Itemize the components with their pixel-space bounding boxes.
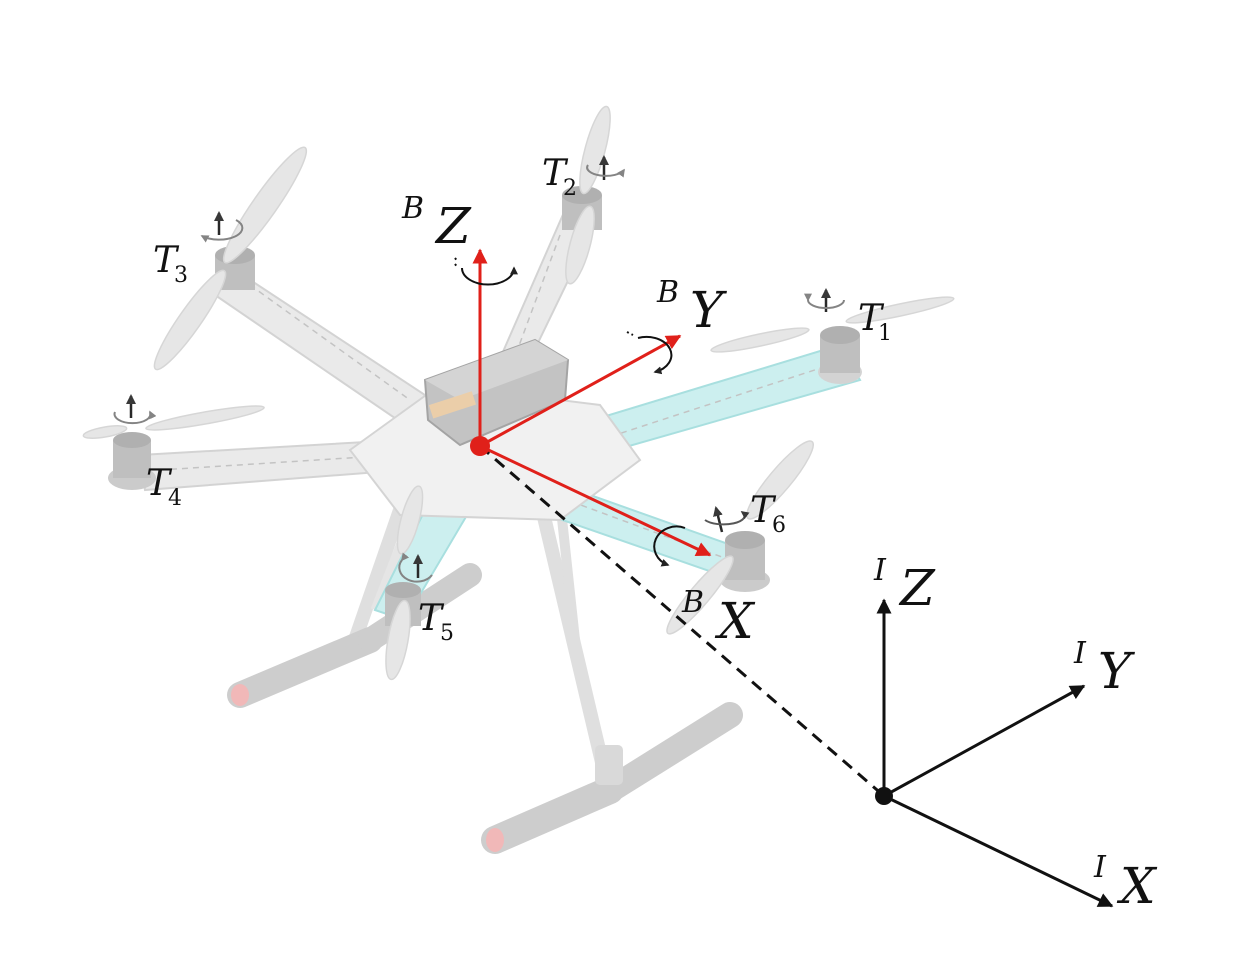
thrust-indicator-5: [398, 552, 433, 583]
body-y-label: B Y: [656, 275, 727, 339]
thrust-symbol: T: [418, 598, 445, 639]
thrust-symbol: T: [858, 298, 885, 339]
body-rotation-indicators: [454, 257, 686, 567]
motor-6: [720, 531, 770, 592]
inertial-y-label: I Y: [1073, 636, 1135, 700]
leg-tip: [486, 828, 504, 852]
thrust-label-6: T 6: [750, 490, 786, 538]
inertial-origin: [875, 787, 893, 805]
thrust-symbol: T: [146, 463, 173, 504]
thrust-label-3: T 3: [153, 240, 188, 288]
body-z-letter: Z: [434, 197, 472, 255]
body-x-label: B X: [681, 585, 756, 650]
body-y-letter: Y: [690, 281, 727, 339]
thrust-index: 3: [174, 263, 188, 288]
body-x-axis: [479, 444, 712, 557]
thrust-label-2: T 2: [542, 153, 577, 201]
inertial-z-label: I Z: [873, 553, 936, 617]
body-y-axis: [479, 334, 682, 448]
thrust-symbol: T: [153, 240, 180, 281]
inertial-frame: I Z I Y I X: [873, 553, 1158, 915]
thrust-symbol: T: [542, 153, 569, 194]
thrust-indicator-1: [803, 288, 845, 312]
inertial-x-letter: X: [1116, 857, 1158, 915]
motor-4: [108, 432, 156, 490]
body-x-rotation-icon: [653, 525, 686, 567]
thrust-symbol: T: [750, 490, 777, 531]
thrust-indicators: [113, 155, 845, 583]
thrust-label-4: T 4: [146, 463, 182, 511]
motor-1: [818, 326, 862, 384]
body-y-superscript: B: [656, 275, 679, 310]
thrust-indicator-3: [200, 211, 244, 243]
thrust-indicator-2: [586, 155, 625, 180]
body-origin: [470, 436, 490, 456]
inertial-z-letter: Z: [898, 559, 936, 617]
leg-tip: [231, 684, 249, 706]
propellers: [82, 105, 955, 681]
body-frame: B Z B Y B X: [401, 191, 756, 650]
body-x-superscript: B: [681, 585, 704, 620]
inertial-y-letter: Y: [1098, 642, 1135, 700]
inertial-y-axis: [883, 684, 1086, 798]
thrust-index: 2: [563, 176, 577, 201]
inertial-x-label: I X: [1093, 850, 1158, 915]
thrust-label-1: T 1: [858, 298, 892, 346]
inertial-y-superscript: I: [1073, 636, 1087, 671]
thrust-index: 1: [878, 321, 892, 346]
thrust-indicator-6: [704, 506, 750, 533]
thrust-labels: T 1 T 2 T 3 T 4 T 5 T 6: [146, 153, 892, 646]
body-z-superscript: B: [401, 191, 424, 226]
body-z-label: B Z: [401, 191, 472, 255]
thrust-index: 5: [440, 621, 454, 646]
body-z-rotation-icon: [461, 266, 518, 286]
body-x-letter: X: [714, 592, 756, 650]
body-y-rotation-icon: [637, 335, 673, 375]
inertial-x-superscript: I: [1093, 850, 1107, 885]
inertial-x-axis: [883, 794, 1114, 908]
inertial-z-superscript: I: [873, 553, 887, 588]
thrust-index: 6: [772, 513, 786, 538]
thrust-index: 4: [168, 486, 182, 511]
center-plate: [348, 338, 642, 522]
position-vector-line: [479, 444, 885, 798]
thrust-indicator-4: [113, 394, 157, 425]
thrust-label-5: T 5: [418, 598, 454, 646]
